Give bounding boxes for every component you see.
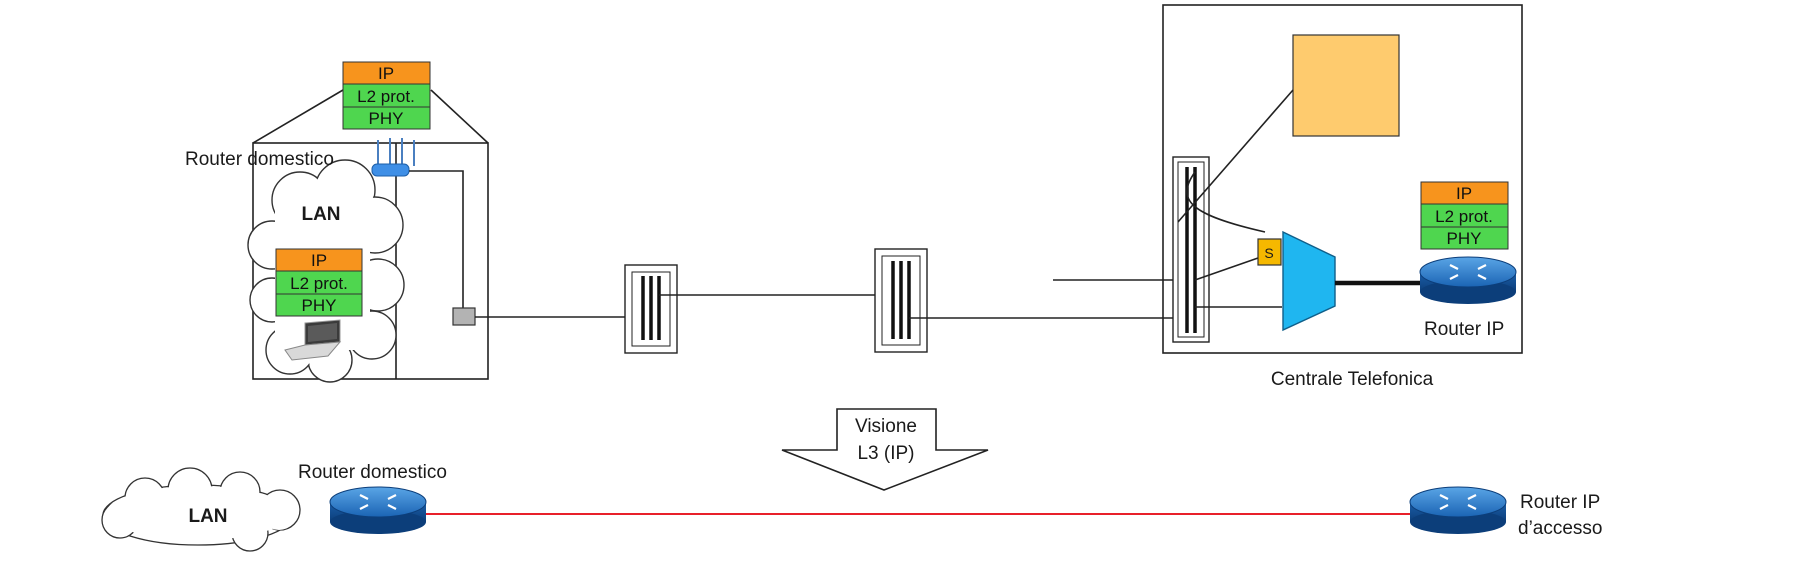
- central-router-icon: [1419, 256, 1517, 304]
- central-l2-text: L2 prot.: [1435, 207, 1493, 226]
- home-phy-text: PHY: [369, 109, 404, 128]
- central-wiring: [1177, 89, 1294, 308]
- central-ip-text: IP: [1456, 184, 1472, 203]
- l3-view-line1: Visione: [855, 416, 917, 437]
- pc-phy-text: PHY: [302, 296, 337, 315]
- central-switch-box: [1292, 34, 1400, 137]
- dslam-shape: [1282, 230, 1336, 332]
- splitter-box: [1257, 238, 1282, 266]
- lan-label-bottom: LAN: [188, 506, 227, 527]
- distribution-frame-1: [624, 264, 678, 354]
- pc-phy-layer: [275, 293, 363, 317]
- pc-l2-text: L2 prot.: [290, 274, 348, 293]
- home-router-label-bottom: Router domestico: [298, 462, 447, 483]
- access-router-label-line2: d’accesso: [1518, 518, 1603, 539]
- lan-cloud-bottom: [101, 467, 301, 552]
- central-office-label: Centrale Telefonica: [1271, 369, 1434, 390]
- home-ip-text: IP: [378, 64, 394, 83]
- central-router-protocol-stack: IP L2 prot. PHY: [1420, 181, 1509, 250]
- home-l2-text: L2 prot.: [357, 87, 415, 106]
- pc-protocol-stack: IP L2 prot. PHY: [275, 248, 363, 317]
- central-phy-text: PHY: [1447, 229, 1482, 248]
- access-router-icon: [1409, 486, 1507, 534]
- home-router-icon: [329, 486, 427, 534]
- lan-label-home: LAN: [301, 204, 340, 225]
- central-phy-layer: [1420, 226, 1509, 250]
- router-domestico-label: Router domestico: [185, 149, 334, 170]
- home-router-protocol-stack: IP L2 prot. PHY: [342, 61, 431, 130]
- wall-socket: [452, 307, 476, 326]
- home-internal-cable: [409, 170, 464, 308]
- l3-view-arrow: [781, 408, 989, 491]
- access-router-label-line1: Router IP: [1520, 492, 1600, 513]
- central-router-label: Router IP: [1424, 319, 1504, 340]
- pc-ip-text: IP: [311, 251, 327, 270]
- wireless-router-icon: [371, 138, 415, 177]
- laptop-icon: [284, 319, 342, 361]
- l3-view-line2: L3 (IP): [857, 443, 914, 464]
- central-office-box: [1162, 4, 1523, 354]
- distribution-frame-2: [874, 248, 928, 353]
- splitter-label: S: [1264, 245, 1273, 261]
- home-phy-layer: [342, 106, 431, 130]
- main-distribution-frame: [1172, 156, 1210, 343]
